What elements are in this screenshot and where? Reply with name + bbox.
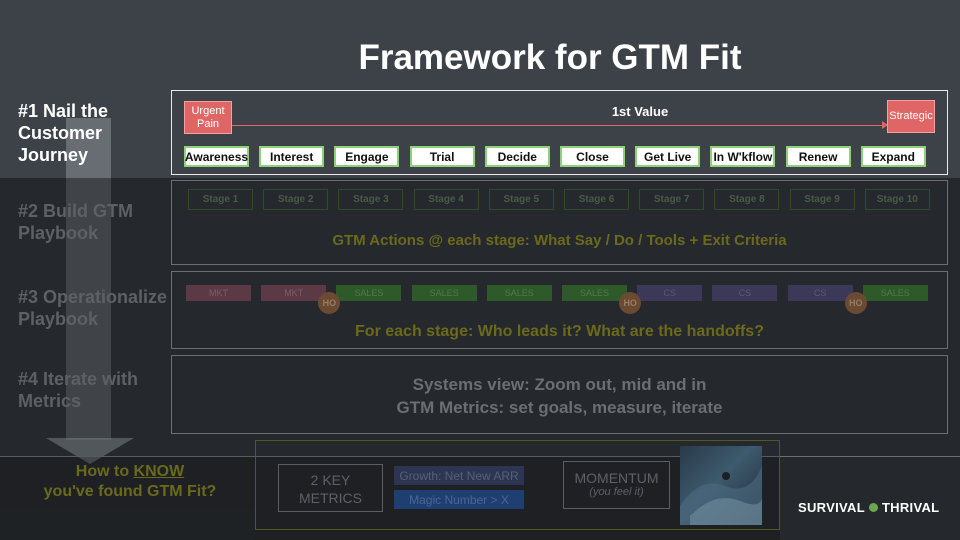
wave-icon (680, 466, 763, 525)
key-metrics-line-1: 2 KEY (310, 472, 351, 488)
page-title: Framework for GTM Fit (358, 38, 742, 77)
playbook-stage: Stage 4 (413, 189, 479, 210)
journey-stage: Renew (785, 146, 851, 167)
section-4-label: #4 Iterate with Metrics (18, 369, 139, 411)
operations-role: SALES (411, 285, 477, 301)
journey-stage: Interest (259, 146, 325, 167)
urgent-pain-label: Urgent Pain (191, 104, 225, 130)
fit-band (0, 456, 780, 540)
metrics-panel (171, 355, 948, 434)
playbook-caption: GTM Actions @ each stage: What Say / Do … (332, 232, 787, 249)
journey-stage: Get Live (635, 146, 701, 167)
operations-role: SALES (562, 285, 627, 301)
journey-stage: Trial (409, 146, 475, 167)
key-metrics-box: 2 KEY METRICS (278, 464, 383, 512)
journey-stage: Engage (334, 146, 400, 167)
handoff-marker: HO (619, 292, 642, 314)
progression-arrow-shaft (66, 118, 111, 440)
operations-caption: For each stage: Who leads it? What are t… (355, 323, 764, 340)
playbook-stage: Stage 3 (338, 189, 404, 210)
operations-role: CS (712, 285, 778, 301)
handoff-marker: HO (844, 292, 867, 314)
momentum-label: MOMENTUM (574, 470, 659, 486)
playbook-stage: Stage 2 (263, 189, 329, 210)
bottom-divider (0, 456, 960, 457)
operations-role: MKT (186, 285, 251, 301)
handoff-marker: HO (318, 292, 341, 314)
journey-stage: Awareness (184, 146, 249, 167)
brand-left: SURVIVAL (798, 500, 865, 515)
journey-stage: Expand (860, 146, 926, 167)
fit-question-suffix: you've found GTM Fit? (43, 483, 217, 500)
operations-panel (171, 271, 948, 349)
progression-arrow-head (46, 438, 134, 464)
journey-stage: In W'kflow (710, 146, 776, 167)
playbook-stage: Stage 8 (714, 189, 780, 210)
fit-question-prefix: How to (75, 463, 134, 480)
metrics-line-1: Systems view: Zoom out, mid and in (412, 375, 707, 394)
strategic-label: Strategic (889, 110, 933, 122)
growth-metric: Growth: Net New ARR (394, 466, 524, 485)
momentum-sub: (you feel it) (589, 486, 644, 498)
brand-dot-icon (868, 503, 878, 512)
metrics-line-2: GTM Metrics: set goals, measure, iterate (396, 398, 723, 417)
brand-logo: SURVIVAL THRIVAL (798, 500, 939, 515)
fit-question: How to KNOW you've found GTM Fit? (10, 462, 250, 502)
operations-role: SALES (486, 285, 552, 301)
magic-number-metric: Magic Number > X (394, 490, 524, 509)
playbook-stage: Stage 1 (188, 189, 253, 210)
operations-role: SALES (336, 285, 402, 301)
journey-arrowhead (882, 121, 888, 129)
key-metrics-line-2: METRICS (299, 490, 362, 506)
operations-role: CS (787, 285, 853, 301)
section-1-label: #1 Nail the Customer Journey (18, 101, 109, 165)
fit-question-know: KNOW (133, 463, 185, 480)
operations-role: MKT (261, 285, 327, 301)
first-value-label: 1st Value (611, 104, 669, 119)
playbook-stage: Stage 7 (639, 189, 705, 210)
section-3-label: #3 Operationalize Playbook (18, 287, 168, 329)
operations-role: SALES (862, 285, 928, 301)
playbook-stage: Stage 6 (564, 189, 629, 210)
journey-stage: Close (560, 146, 625, 167)
operations-role: CS (637, 285, 703, 301)
playbook-stage: Stage 10 (864, 189, 930, 210)
journey-stage: Decide (484, 146, 550, 167)
momentum-box: MOMENTUM (you feel it) (563, 461, 670, 509)
playbook-panel (171, 180, 948, 265)
section-2-label: #2 Build GTM Playbook (18, 201, 134, 243)
journey-line (232, 125, 888, 126)
fit-panel (255, 440, 780, 530)
playbook-stage: Stage 9 (789, 189, 855, 210)
brand-right: THRIVAL (881, 500, 940, 515)
playbook-stage: Stage 5 (488, 189, 554, 210)
strategic-box: Strategic (887, 100, 935, 133)
surfer-wave-image (680, 446, 763, 525)
urgent-pain-box: Urgent Pain (184, 101, 232, 134)
